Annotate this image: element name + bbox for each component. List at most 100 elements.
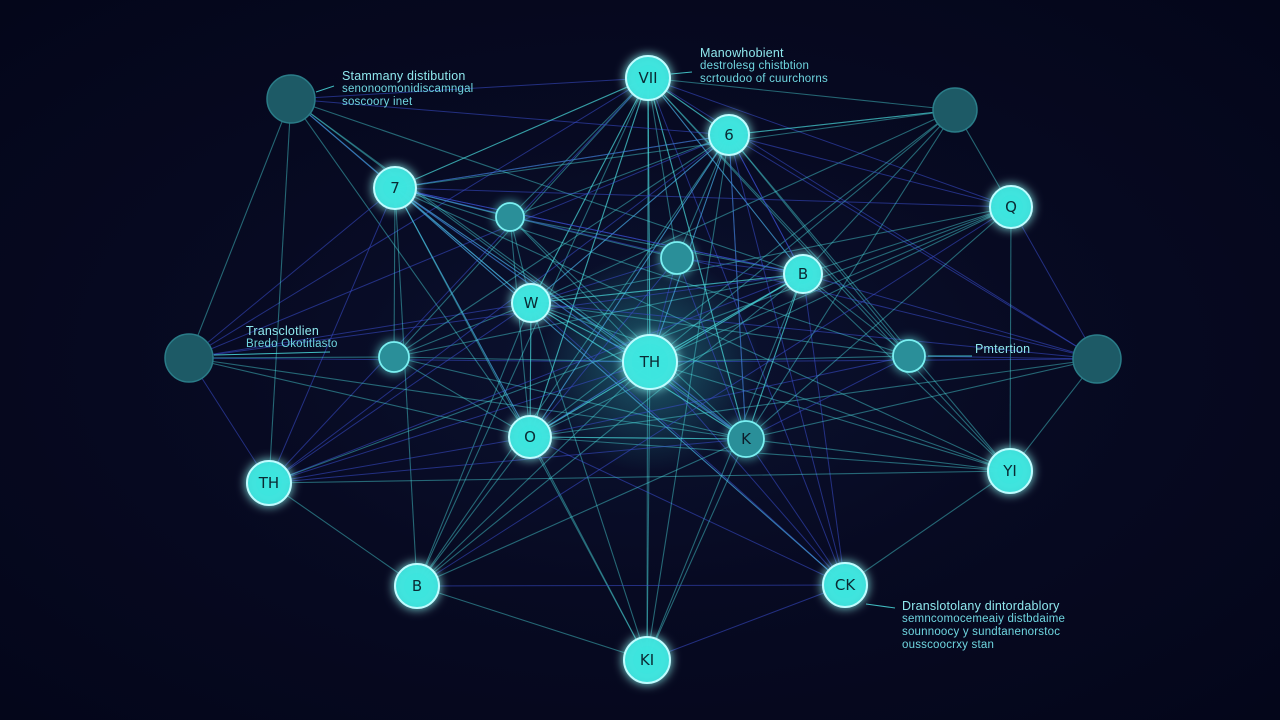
edge-n_6-n_b_right xyxy=(728,134,804,275)
edge-n_o-n_yi xyxy=(529,436,1011,472)
edge-n_w-n_th_left xyxy=(268,302,532,484)
edge-n_w-n_q xyxy=(530,206,1012,304)
edge-n_center-n_yi xyxy=(649,361,1011,472)
edge-n_7-n_right_small xyxy=(394,187,910,357)
edge-n_center-n_left_dim xyxy=(188,357,651,363)
node-small2 xyxy=(660,241,694,275)
node-right-small xyxy=(892,339,926,373)
edge-n_b_right-n_w xyxy=(530,273,804,304)
node-circle xyxy=(164,333,214,383)
edge-n_k-n_th_left xyxy=(268,438,747,484)
node-circle xyxy=(622,334,678,390)
edge-n_o-n_b_bottom xyxy=(416,436,531,587)
node-small1 xyxy=(495,202,525,232)
node-circle xyxy=(892,339,926,373)
edge-n_top-n_right_small xyxy=(647,77,910,357)
edge-n_k-n_ck xyxy=(745,438,846,586)
edge-n_bottom-n_ck xyxy=(646,584,846,661)
edge-n_6-n_tl_dim xyxy=(290,98,730,136)
node-left-dim xyxy=(164,333,214,383)
edge-n_w-n_tr_dim xyxy=(530,109,956,304)
node-label: O xyxy=(524,428,536,446)
edge-n_k-n_left_dim xyxy=(188,357,747,440)
node-circle xyxy=(266,74,316,124)
edge-n_o-n_w xyxy=(529,302,532,438)
edge-n_top-n_left_dim xyxy=(188,77,649,359)
node-o: O xyxy=(508,415,552,459)
edge-n_w-n_o xyxy=(529,302,532,438)
edge-n_k-n_top xyxy=(647,77,747,440)
edge-n_o-n_right_small xyxy=(529,355,910,438)
edge-n_top-n_th_left xyxy=(268,77,649,484)
node-ck: CK xyxy=(822,562,868,608)
edge-n_tr_dim-n_6 xyxy=(728,109,956,136)
node-tl-dim xyxy=(266,74,316,124)
edge-n_w-n_7 xyxy=(394,187,532,304)
annotation-title: Manowhobient xyxy=(700,46,784,60)
node-label: B xyxy=(798,265,808,283)
connector-bottom-right xyxy=(865,603,896,609)
edge-n_k-n_b_right xyxy=(745,273,804,440)
edge-n_top-n_b_bottom xyxy=(416,77,649,587)
node-circle xyxy=(783,254,823,294)
edge-n_b_right-n_left_small xyxy=(393,273,804,358)
node-w: W xyxy=(511,283,551,323)
edge-n_top-n_k xyxy=(647,77,747,440)
annotation-top-right: Manowhobient destrolesg chistbtion scrto… xyxy=(700,47,828,86)
edge-n_7-n_b_right xyxy=(394,187,804,275)
edge-n_7-n_th_left xyxy=(268,187,396,484)
annotation-line: destrolesg chistbtion xyxy=(700,60,810,72)
edge-n_w-n_small2 xyxy=(530,257,678,304)
node-label: TH xyxy=(258,474,279,492)
node-circle xyxy=(987,448,1033,494)
edge-n_center-n_right_small xyxy=(649,355,910,363)
edge-n_w-n_left_dim xyxy=(188,302,532,359)
annotation-title: Stammany distibution xyxy=(342,69,466,83)
edge-n_k-n_o xyxy=(529,436,747,440)
node-right-dim xyxy=(1072,334,1122,384)
node-yi: YI xyxy=(987,448,1033,494)
annotation-line: senonoomonidiscamngal xyxy=(342,83,474,95)
edge-n_6-n_ck xyxy=(728,134,846,586)
node-label: CK xyxy=(835,576,856,594)
edge-n_o-n_left_small xyxy=(393,356,531,438)
node-circle xyxy=(625,55,671,101)
node-b-bottom: B xyxy=(394,563,440,609)
edge-n_right_dim-n_q xyxy=(1010,206,1098,360)
edge-n_tl_dim-n_left_dim xyxy=(188,98,292,359)
annotation-title: Pmtertion xyxy=(975,342,1031,356)
edge-n_center-n_th_left xyxy=(268,361,651,484)
edge-n_b_bottom-n_ck xyxy=(416,584,846,587)
edge-n_7-n_b_bottom xyxy=(394,187,418,587)
edge-n_7-n_w xyxy=(394,187,532,304)
edge-n_w-n_yi xyxy=(530,302,1011,472)
edge-n_6-n_left_small xyxy=(393,134,730,358)
edge-n_q-n_yi xyxy=(1009,206,1012,472)
node-circle xyxy=(246,460,292,506)
edge-n_b_right-n_left_dim xyxy=(188,273,804,359)
edge-n_b_right-n_b_bottom xyxy=(416,273,804,587)
edge-n_k-n_left_small xyxy=(393,356,747,440)
edge-n_center-n_b_bottom xyxy=(416,361,651,587)
edge-n_7-n_tr_dim xyxy=(394,109,956,189)
edge-n_top-n_w xyxy=(530,77,649,304)
edge-n_w-n_top xyxy=(530,77,649,304)
edge-n_7-n_ck xyxy=(394,187,846,586)
edge-n_6-n_right_dim xyxy=(728,134,1098,360)
edge-n_7-n_left_dim xyxy=(188,187,396,359)
node-circle xyxy=(989,185,1033,229)
annotation-line: ousscoocrxy stan xyxy=(902,639,995,651)
edge-n_b_right-n_bottom xyxy=(646,273,804,661)
annotation-line: Bredo Okotitlasto xyxy=(246,338,338,350)
edge-n_tl_dim-n_th_left xyxy=(268,98,292,484)
node-label: Q xyxy=(1005,198,1017,216)
node-label: TH xyxy=(639,353,660,371)
node-7: 7 xyxy=(373,166,417,210)
edge-n_7-n_6 xyxy=(394,134,730,189)
node-circle xyxy=(660,241,694,275)
edge-n_6-n_left_dim xyxy=(188,134,730,359)
annotation-bottom-right: Dranslotolany dintordablory semncomoceme… xyxy=(902,600,1065,652)
node-label: B xyxy=(412,577,422,595)
